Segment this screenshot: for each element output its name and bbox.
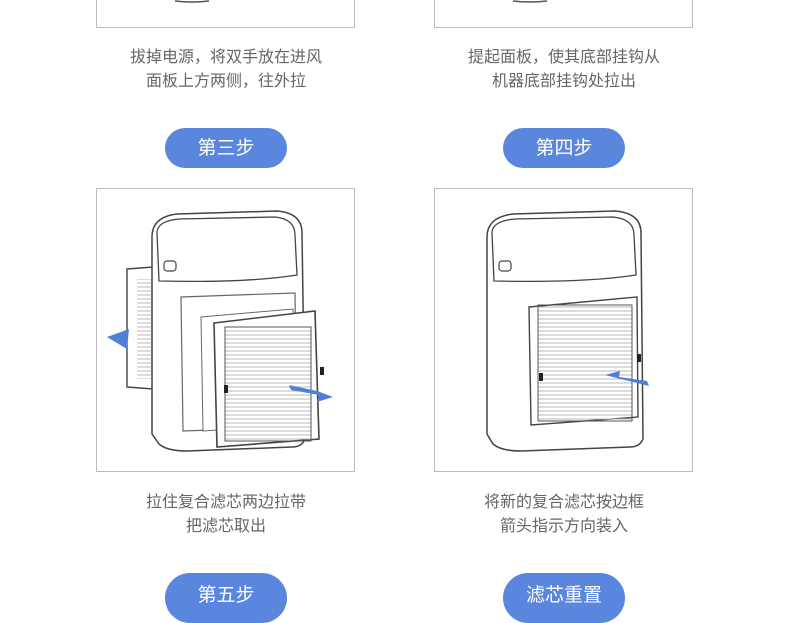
caption-line: 拉住复合滤芯两边拉带 bbox=[145, 492, 306, 511]
caption-line: 机器底部挂钩处拉出 bbox=[491, 71, 636, 90]
step3-caption: 提起面板，使其底部挂钩从 机器底部挂钩处拉出 bbox=[414, 45, 714, 93]
purifier-partial-illustration bbox=[512, 0, 548, 3]
caption-line: 面板上方两侧，往外拉 bbox=[145, 71, 306, 90]
step5-caption: 拉住复合滤芯两边拉带 把滤芯取出 bbox=[76, 490, 376, 538]
illustration-frame-step5 bbox=[96, 188, 355, 472]
step5-badge: 第五步 bbox=[165, 573, 287, 623]
step6-caption: 将新的复合滤芯按边框 箭头指示方向装入 bbox=[414, 490, 714, 538]
arrow-icon bbox=[289, 385, 333, 402]
illustration-frame-step3 bbox=[434, 0, 693, 28]
caption-line: 将新的复合滤芯按边框 bbox=[483, 492, 644, 511]
illustration-frame-step2 bbox=[96, 0, 355, 28]
purifier-insert-filter-illustration bbox=[486, 210, 649, 452]
step4-badge: 第四步 bbox=[503, 128, 625, 168]
step6-badge: 滤芯重置 bbox=[503, 573, 625, 623]
purifier-partial-illustration bbox=[174, 0, 210, 3]
illustration-frame-step6 bbox=[434, 188, 693, 472]
caption-line: 箭头指示方向装入 bbox=[499, 516, 628, 535]
step3-badge: 第三步 bbox=[165, 128, 287, 168]
step2-caption: 拔掉电源，将双手放在进风 面板上方两侧，往外拉 bbox=[76, 45, 376, 93]
caption-line: 把滤芯取出 bbox=[185, 516, 266, 535]
arrow-icon bbox=[107, 329, 129, 349]
caption-line: 提起面板，使其底部挂钩从 bbox=[467, 47, 660, 66]
purifier-remove-filter-illustration bbox=[107, 210, 333, 452]
arrow-icon bbox=[605, 371, 649, 386]
caption-line: 拔掉电源，将双手放在进风 bbox=[129, 47, 322, 66]
